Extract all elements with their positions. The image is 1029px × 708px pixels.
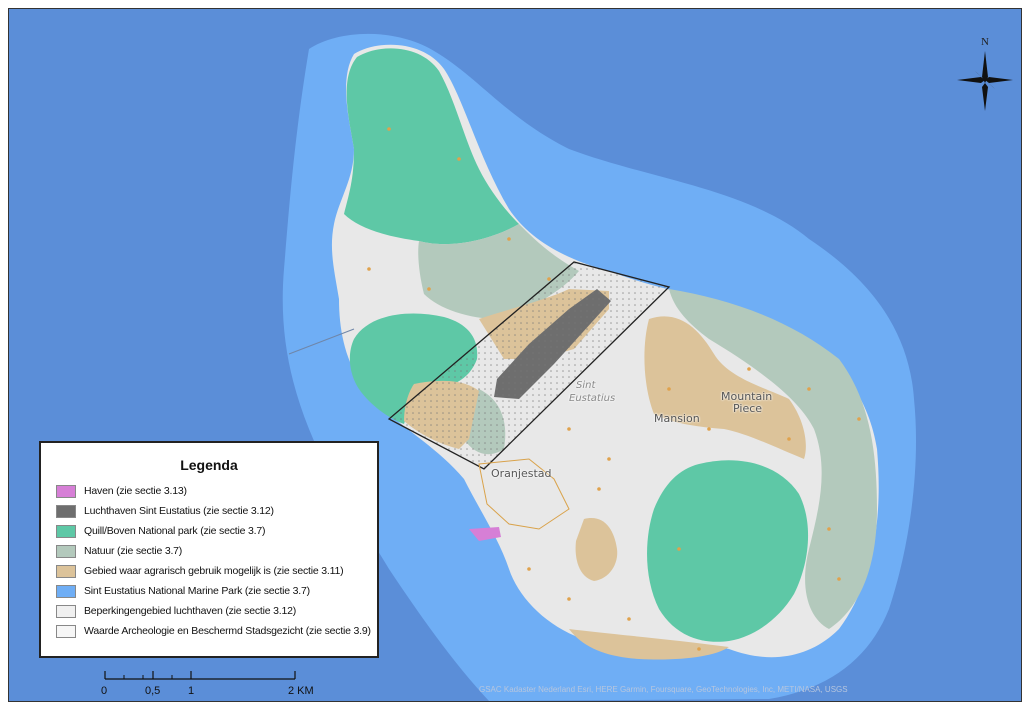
legend-swatch bbox=[56, 564, 76, 578]
map-frame[interactable]: Sint Eustatius Mansion Mountain Piece Or… bbox=[8, 8, 1022, 702]
map-attribution: GSAC Kadaster Nederland Esri, HERE Garmi… bbox=[479, 685, 848, 694]
beperkingengebied-outline bbox=[387, 261, 671, 470]
island-map[interactable] bbox=[9, 9, 1021, 701]
legend-item: Quill/Boven National park (zie sectie 3.… bbox=[56, 521, 377, 541]
legend-label: Haven (zie sectie 3.13) bbox=[84, 485, 187, 497]
quill-crater-area bbox=[647, 460, 809, 642]
label-oranjestad: Oranjestad bbox=[491, 467, 552, 480]
legend-panel: Legenda Haven (zie sectie 3.13) Luchthave… bbox=[39, 441, 379, 658]
label-sint: Sint bbox=[576, 380, 596, 391]
legend-item: Haven (zie sectie 3.13) bbox=[56, 481, 377, 501]
legend-title: Legenda bbox=[180, 457, 238, 473]
legend-swatch bbox=[56, 624, 76, 638]
legend-swatch bbox=[56, 524, 76, 538]
scale-label-half: 0,5 bbox=[145, 685, 161, 697]
agrarisch-area-mansion bbox=[644, 316, 806, 459]
legend-list: Haven (zie sectie 3.13) Luchthaven Sint E… bbox=[41, 481, 377, 641]
site-points bbox=[367, 127, 861, 651]
legend-label: Gebied waar agrarisch gebruik mogelijk i… bbox=[84, 565, 344, 577]
legend-item: Natuur (zie sectie 3.7) bbox=[56, 541, 377, 561]
boven-national-park-area bbox=[344, 48, 519, 245]
legend-label: Natuur (zie sectie 3.7) bbox=[84, 545, 183, 557]
north-label: N bbox=[981, 36, 989, 48]
stadsgezicht-outline bbox=[478, 458, 570, 530]
scale-label-2km: 2 KM bbox=[288, 685, 314, 697]
legend-swatch bbox=[56, 484, 76, 498]
north-arrow-icon: N bbox=[957, 31, 1013, 111]
legend-swatch bbox=[56, 544, 76, 558]
scale-label-1: 1 bbox=[188, 685, 195, 697]
legend-swatch bbox=[56, 504, 76, 518]
scale-label-0: 0 bbox=[101, 685, 108, 697]
label-mountain: Mountain bbox=[721, 390, 773, 403]
legend-item: Waarde Archeologie en Beschermd Stadsgez… bbox=[56, 621, 377, 641]
legend-item: Sint Eustatius National Marine Park (zie… bbox=[56, 581, 377, 601]
label-eustatius: Eustatius bbox=[569, 393, 616, 404]
legend-swatch bbox=[56, 604, 76, 618]
natuur-area-east bbox=[669, 289, 877, 629]
boven-national-park-west bbox=[349, 313, 478, 424]
scale-bar: 0 0,5 1 2 KM bbox=[95, 669, 325, 701]
legend-item: Gebied waar agrarisch gebruik mogelijk i… bbox=[56, 561, 377, 581]
agrarisch-area-south bbox=[575, 518, 618, 581]
legend-item: Luchthaven Sint Eustatius (zie sectie 3.… bbox=[56, 501, 377, 521]
label-mansion: Mansion bbox=[654, 412, 700, 425]
legend-label: Waarde Archeologie en Beschermd Stadsgez… bbox=[84, 625, 371, 637]
pier-line bbox=[288, 328, 355, 355]
legend-swatch bbox=[56, 584, 76, 598]
label-piece: Piece bbox=[733, 402, 763, 415]
legend-label: Beperkingengebied luchthaven (zie sectie… bbox=[84, 605, 297, 617]
legend-label: Quill/Boven National park (zie sectie 3.… bbox=[84, 525, 266, 537]
haven-area bbox=[469, 527, 501, 541]
legend-label: Luchthaven Sint Eustatius (zie sectie 3.… bbox=[84, 505, 274, 517]
agrarisch-area-coast bbox=[569, 629, 729, 660]
legend-item: Beperkingengebied luchthaven (zie sectie… bbox=[56, 601, 377, 621]
legend-label: Sint Eustatius National Marine Park (zie… bbox=[84, 585, 310, 597]
